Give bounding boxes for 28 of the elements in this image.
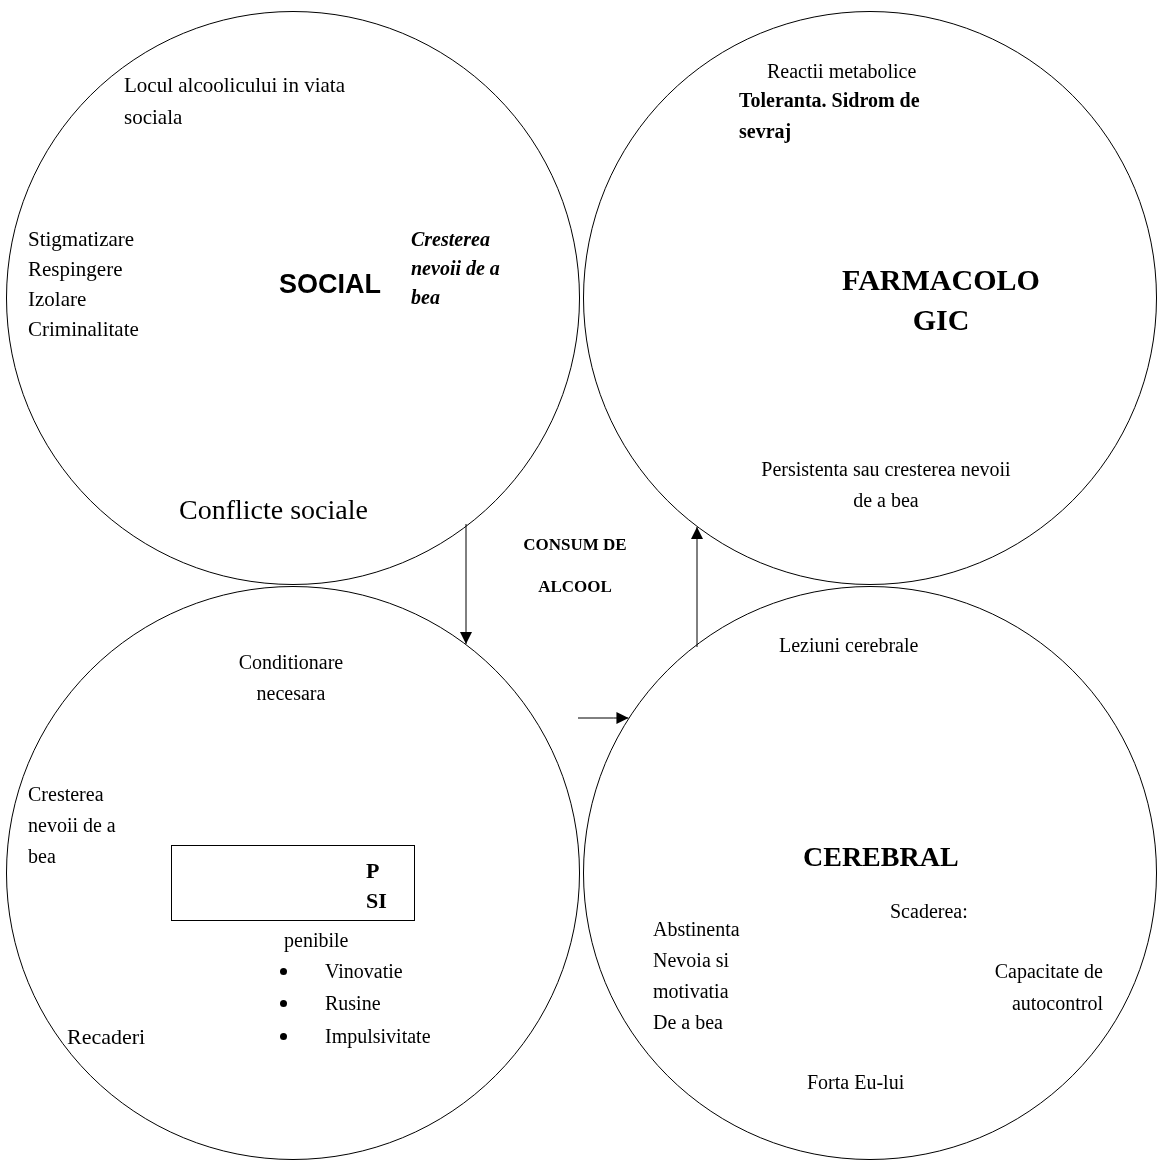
text-label: Cresterea nevoii de a bea [28, 782, 117, 869]
text-label: Toleranta. Sidrom de sevraj [739, 88, 921, 145]
arrow [577, 712, 629, 724]
text-box [171, 845, 415, 921]
text-label: Recaderi [67, 1023, 146, 1051]
text-label: Cresterea nevoii de a bea [411, 227, 501, 310]
text-label: Reactii metabolice [767, 59, 917, 84]
box-label: P SI [366, 857, 388, 915]
arrow [691, 526, 703, 648]
text-label: penibile [284, 928, 349, 954]
text-label: Scaderea: [890, 899, 968, 924]
center-label: CONSUM DE ALCOOL [522, 534, 628, 598]
text-label: Conditionare necesara [237, 650, 345, 706]
arrow [460, 523, 472, 645]
text-label: Conflicte sociale [179, 493, 368, 527]
heading: CEREBRAL [803, 840, 959, 874]
text-label: Leziuni cerebrale [779, 633, 919, 658]
heading: SOCIAL [279, 268, 381, 301]
text-label: Persistenta sau cresterea nevoii de a bea [761, 457, 1011, 513]
text-label: Locul alcoolicului in viata sociala [124, 72, 346, 131]
list-item: Vinovatie [325, 959, 403, 984]
text-label: Abstinenta Nevoia si motivatia De a bea [653, 917, 741, 1035]
text-list: Stigmatizare Respingere Izolare Criminalitate [28, 224, 156, 344]
text-label: Capacitate de autocontrol [993, 959, 1103, 1016]
text-label: Forta Eu-lui [807, 1070, 905, 1095]
list-item: Rusine [325, 991, 381, 1016]
heading: FARMACOLO GIC [841, 262, 1041, 338]
list-item: Impulsivitate [325, 1024, 431, 1050]
